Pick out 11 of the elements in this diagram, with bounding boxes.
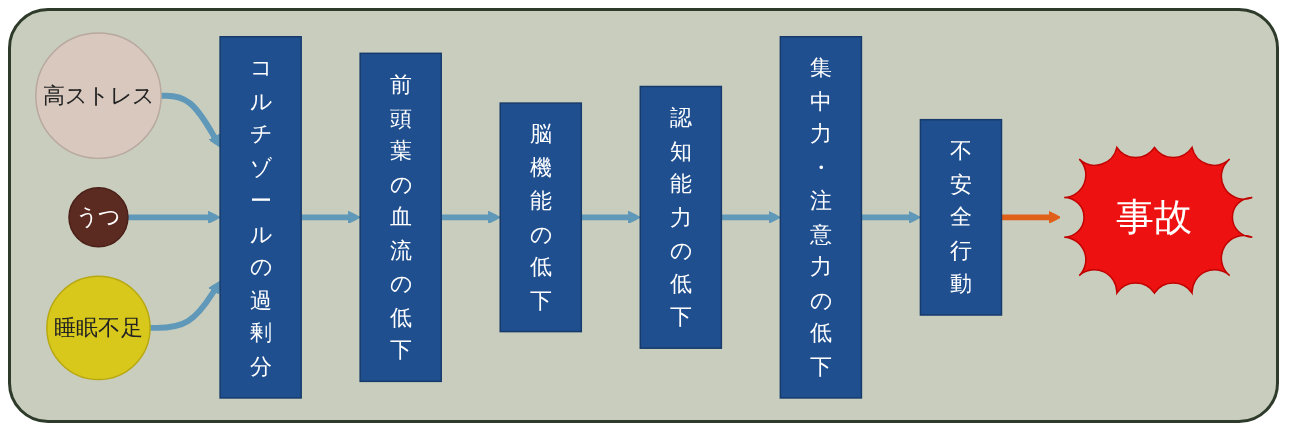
node-box <box>639 85 722 349</box>
arrow <box>1001 210 1061 224</box>
node-box <box>498 102 582 333</box>
node-box <box>358 52 442 383</box>
panel-background: 高ストレス うつ 睡眠不足 コルチゾールの過剰分 前頭葉の血流の低下 脳機能の低下 認知能力の低下 集中力・注意力の低下 不安全行動 事故 <box>8 8 1279 423</box>
node-circle <box>45 275 151 381</box>
node-box <box>779 36 862 399</box>
node-box <box>919 118 1002 316</box>
node-box <box>218 36 302 399</box>
node-circle <box>34 32 162 160</box>
node-circle <box>67 187 129 248</box>
